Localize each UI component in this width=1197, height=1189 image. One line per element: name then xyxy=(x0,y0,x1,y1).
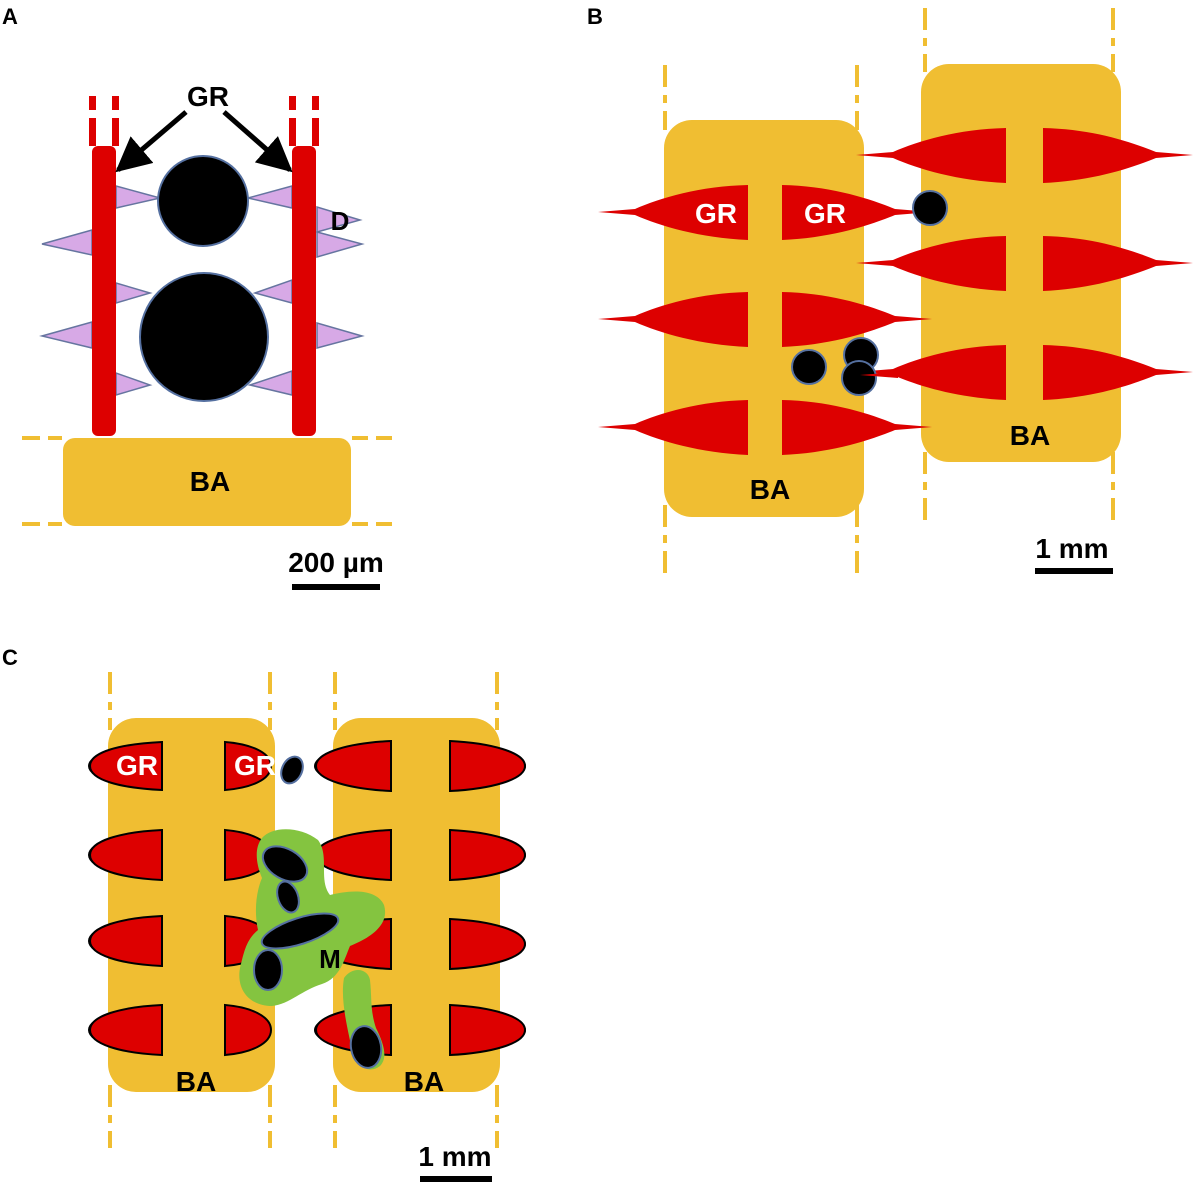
gill-raker-label-right: GR xyxy=(234,750,276,781)
branchial-arch-label: BA xyxy=(190,466,230,497)
scale-bar-label: 1 mm xyxy=(1035,533,1108,564)
gill-raker-label: GR xyxy=(187,81,229,112)
arch-continuation-dashes xyxy=(108,672,499,1148)
panel-a-letter: A xyxy=(2,4,18,29)
scale-bar xyxy=(292,584,380,590)
arch-right-label: BA xyxy=(404,1066,444,1097)
arch-left-label: BA xyxy=(750,474,790,505)
particles xyxy=(253,755,383,1069)
arch-continuation-dashes xyxy=(22,436,392,526)
gill-raker-label-right: GR xyxy=(804,198,846,229)
gill-raker-arrows xyxy=(115,110,293,173)
raker-tip xyxy=(860,372,898,378)
gill-raker-label-left: GR xyxy=(695,198,737,229)
arch-continuation-dashes xyxy=(663,8,1115,575)
scale-bar xyxy=(1035,568,1113,574)
gill-raker-label-left: GR xyxy=(116,750,158,781)
mucus-label: M xyxy=(319,944,341,974)
panel-b-letter: B xyxy=(587,4,603,29)
particles xyxy=(139,155,269,402)
particles xyxy=(791,190,948,396)
branchial-arches xyxy=(108,718,500,1092)
scale-bar-label: 1 mm xyxy=(418,1141,491,1172)
panel-c-letter: C xyxy=(2,645,18,670)
scale-bar-label: 200 µm xyxy=(288,547,384,578)
panel-c: C xyxy=(2,645,527,1182)
denticle-label: D xyxy=(331,206,350,236)
branchial-arch xyxy=(63,438,351,526)
panel-a: A BA xyxy=(2,4,392,590)
panel-b: B xyxy=(587,4,1193,575)
arch-right-label: BA xyxy=(1010,420,1050,451)
scale-bar xyxy=(420,1176,492,1182)
arch-left-label: BA xyxy=(176,1066,216,1097)
gill-rakers xyxy=(89,96,319,436)
